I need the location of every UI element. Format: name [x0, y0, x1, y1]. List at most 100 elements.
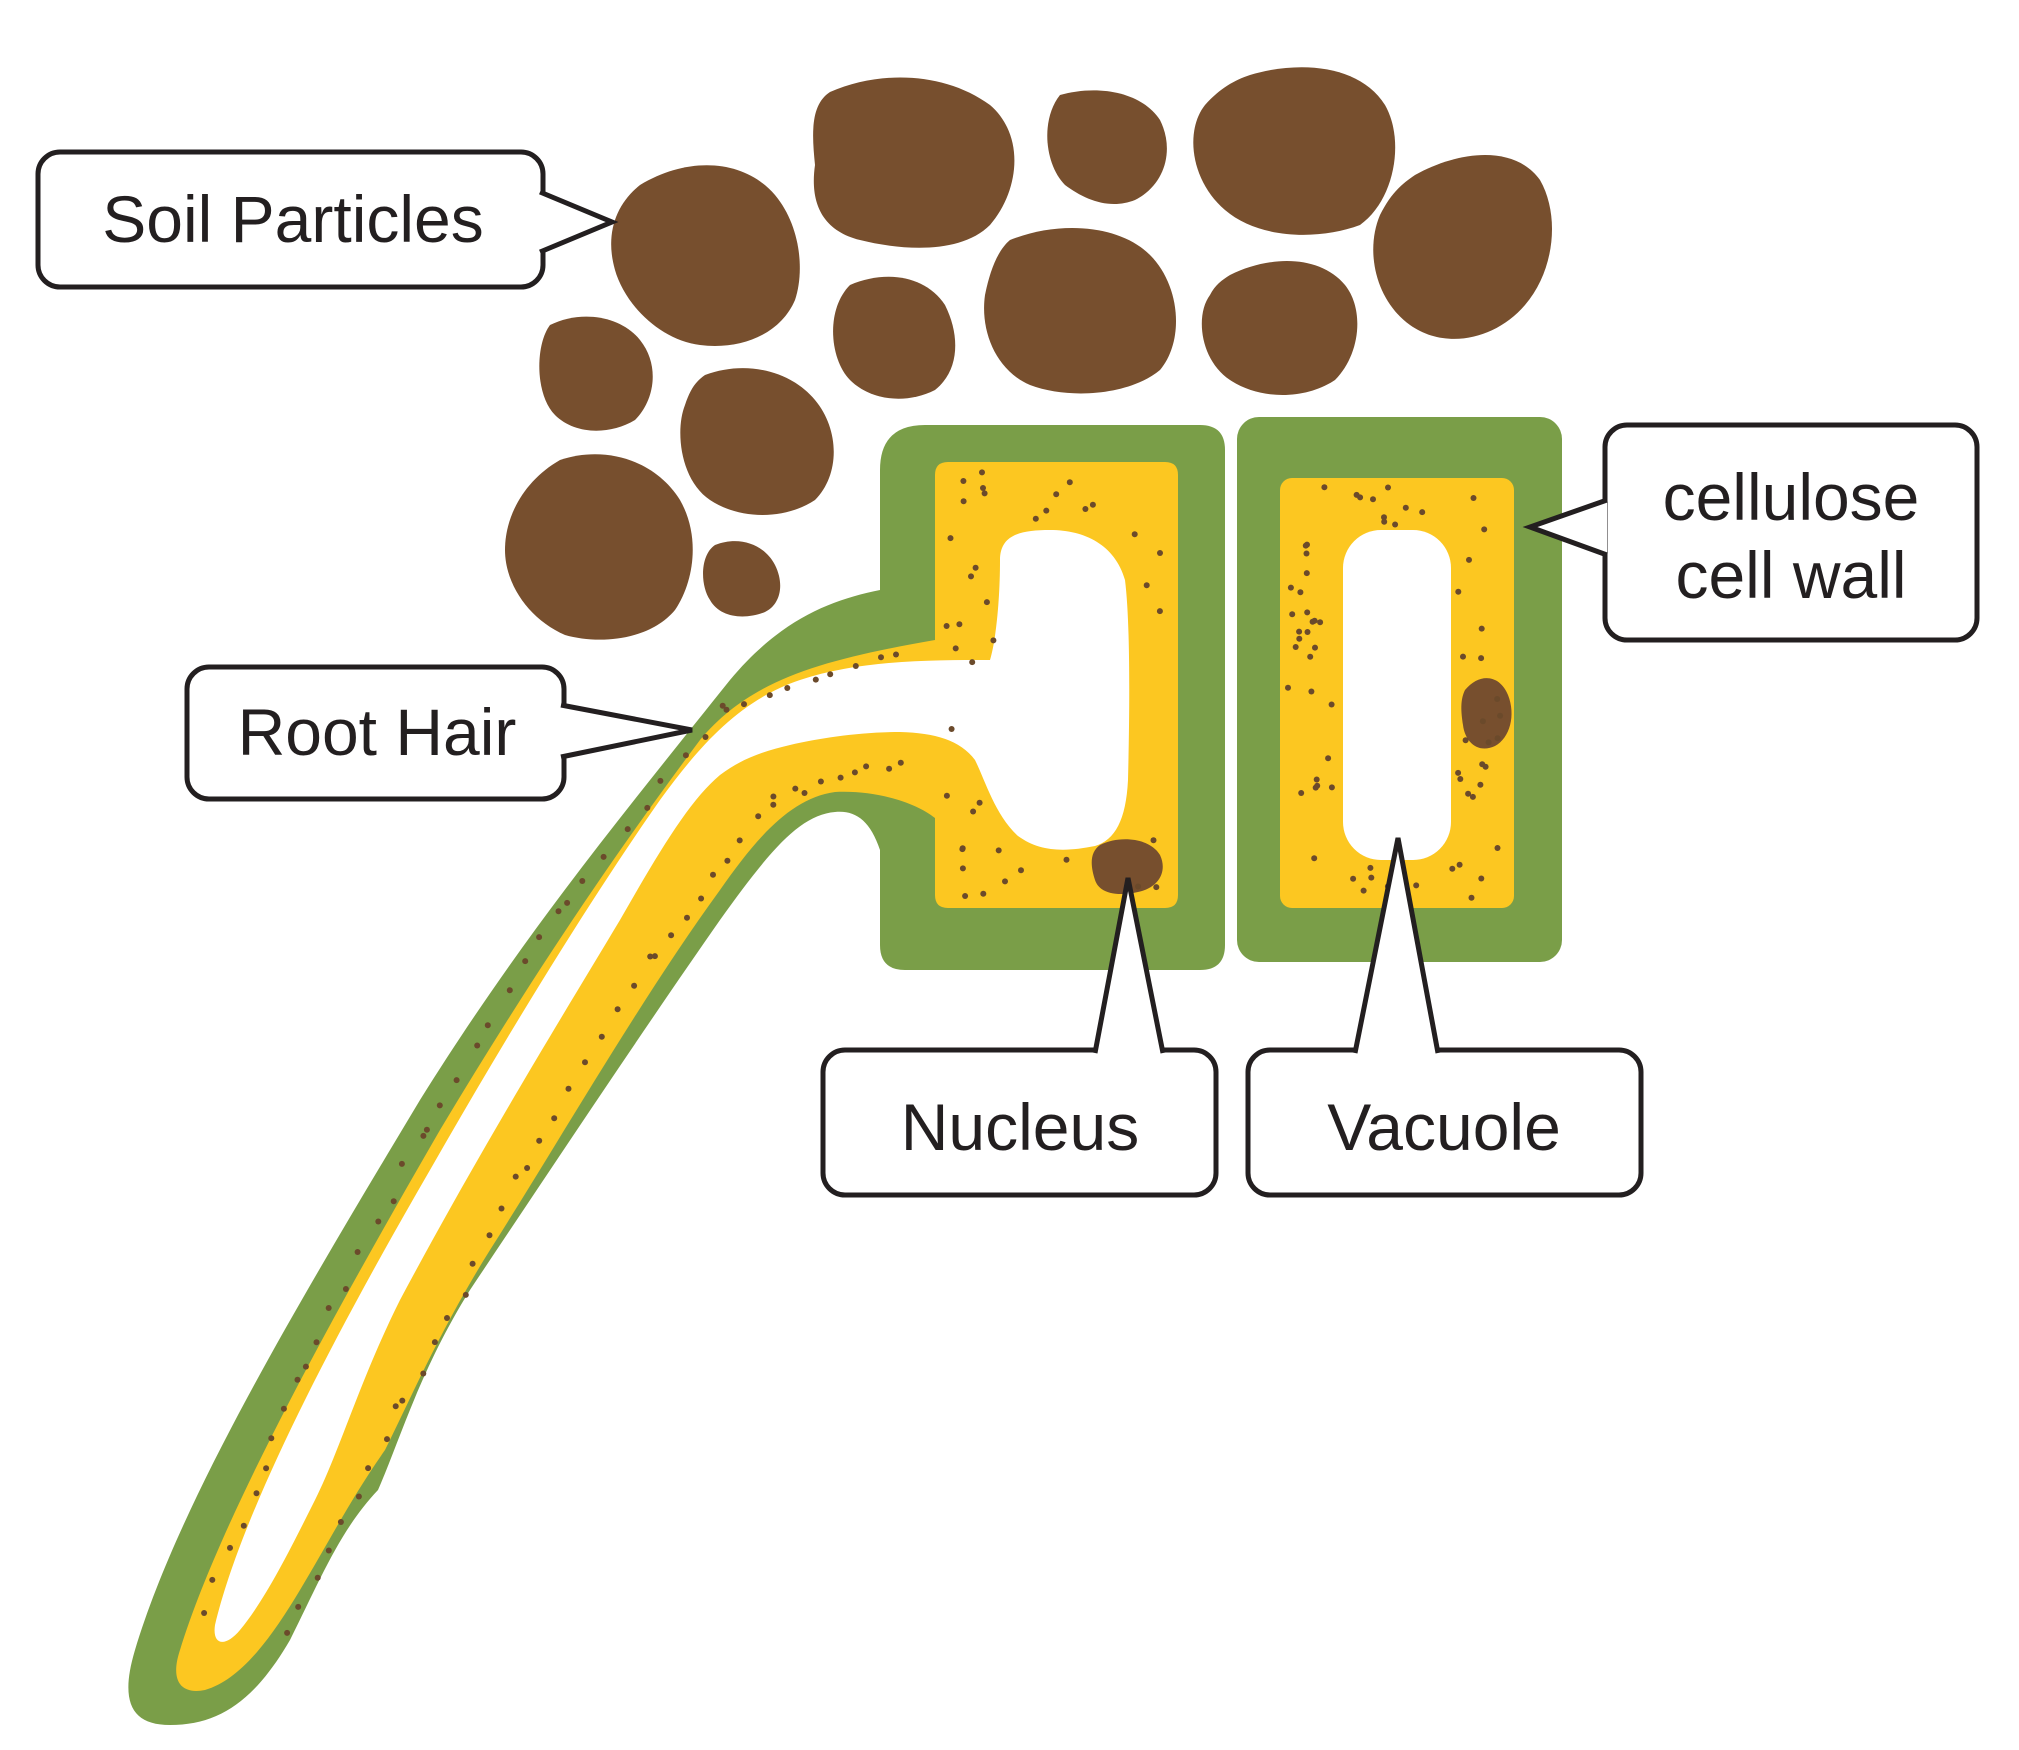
granule-dot: [792, 785, 799, 792]
granule-dot: [1457, 776, 1464, 782]
granule-dot: [1478, 875, 1485, 882]
granule-dot: [600, 853, 607, 860]
granule-dot: [723, 706, 730, 713]
granule-dot: [1357, 494, 1364, 501]
soil-particle: [539, 316, 653, 431]
granule-dot: [1368, 874, 1375, 881]
granule-dot: [268, 1435, 275, 1442]
granule-dot: [325, 1547, 332, 1554]
granule-dot: [1089, 501, 1096, 508]
granule-dot: [1385, 484, 1391, 491]
soil-particle: [1193, 67, 1396, 235]
granule-dot: [551, 1115, 558, 1122]
granule-dot: [1328, 701, 1335, 708]
granule-dot: [1466, 556, 1472, 563]
granule-dot: [1469, 793, 1476, 800]
soil-particles: [505, 67, 1552, 640]
granule-dot: [1043, 507, 1050, 514]
granule-dot: [710, 871, 716, 878]
soil-particle: [1373, 155, 1552, 339]
granule-dot: [1289, 611, 1296, 618]
granule-dot: [392, 1403, 399, 1410]
granule-dot: [1002, 878, 1008, 885]
granule-dot: [498, 1205, 505, 1212]
granule-dot: [536, 934, 543, 941]
granule-dot: [227, 1544, 233, 1551]
granule-dot: [812, 676, 819, 683]
granule-dot: [1392, 521, 1399, 528]
neighbour-cell: [1237, 417, 1562, 962]
callout-box: [820, 1047, 1219, 1198]
granule-dot: [1303, 550, 1310, 557]
granule-dot: [420, 1132, 427, 1139]
granule-dot: [657, 777, 664, 784]
granule-dot: [555, 908, 562, 915]
granule-dot: [1381, 514, 1387, 521]
granule-dot: [423, 1126, 430, 1133]
neighbour-cell-vacuole: [1343, 530, 1451, 860]
granule-dot: [1460, 653, 1466, 660]
granule-dot: [1419, 509, 1426, 516]
granule-dot: [390, 1198, 397, 1205]
granule-dot: [1296, 628, 1303, 635]
granule-dot: [801, 790, 808, 796]
granule-dot: [1381, 518, 1388, 525]
granule-dot: [1285, 684, 1291, 691]
granule-dot: [736, 837, 743, 844]
granule-dot: [314, 1574, 321, 1581]
granule-dot: [1296, 635, 1303, 642]
callout-pointer: [560, 702, 693, 760]
granule-dot: [565, 1085, 572, 1092]
granule-dot: [302, 1363, 309, 1370]
granule-dot: [995, 847, 1002, 854]
soil-particle: [703, 541, 781, 617]
root-hair-label: Root Hair: [238, 695, 517, 769]
granule-dot: [579, 878, 586, 884]
granule-dot: [484, 1022, 491, 1029]
granule-dot: [1150, 837, 1157, 844]
granule-dot: [897, 759, 904, 766]
granule-dot: [1413, 882, 1420, 889]
soil-particle: [984, 228, 1177, 394]
granule-dot: [1143, 582, 1150, 589]
granule-dot: [365, 1465, 372, 1472]
granule-dot: [1309, 618, 1316, 625]
granule-dot: [1157, 550, 1163, 556]
granule-dot: [1478, 625, 1485, 632]
granule-dot: [1402, 504, 1409, 511]
callout-pointer: [1522, 497, 1608, 558]
soil-particle: [1047, 90, 1167, 205]
granule-dot: [431, 1339, 438, 1346]
granule-dot: [863, 763, 870, 770]
granule-dot: [1479, 718, 1486, 725]
granule-dot: [1494, 696, 1501, 702]
granule-dot: [1465, 790, 1472, 797]
granule-dot: [354, 1249, 361, 1255]
granule-dot: [1287, 584, 1294, 591]
granule-dot: [337, 1519, 344, 1525]
granule-dot: [280, 1405, 287, 1412]
callout-box: [1245, 1047, 1644, 1198]
granule-dot: [1313, 776, 1320, 783]
vacuole-label: Vacuole: [1327, 1090, 1561, 1164]
granule-dot: [990, 637, 997, 644]
granule-dot: [981, 490, 988, 497]
granule-dot: [1314, 782, 1321, 789]
granule-dot: [209, 1576, 216, 1583]
granule-dot: [1303, 570, 1310, 577]
granule-dot: [837, 774, 844, 781]
granule-dot: [959, 865, 966, 872]
granule-dot: [313, 1339, 320, 1346]
nucleus-right: [1461, 678, 1512, 749]
granule-dot: [462, 1291, 469, 1298]
callout-soil-particles: Soil Particles: [35, 149, 619, 290]
granule-dot: [1131, 531, 1138, 538]
granule-dot: [972, 564, 979, 571]
granule-dot: [851, 769, 858, 776]
granule-dot: [453, 1077, 460, 1084]
soil-particle: [680, 368, 834, 515]
granule-dot: [741, 701, 747, 708]
callout-pointer: [1352, 837, 1441, 1054]
granule-dot: [1350, 875, 1357, 882]
granule-dot: [893, 651, 899, 658]
